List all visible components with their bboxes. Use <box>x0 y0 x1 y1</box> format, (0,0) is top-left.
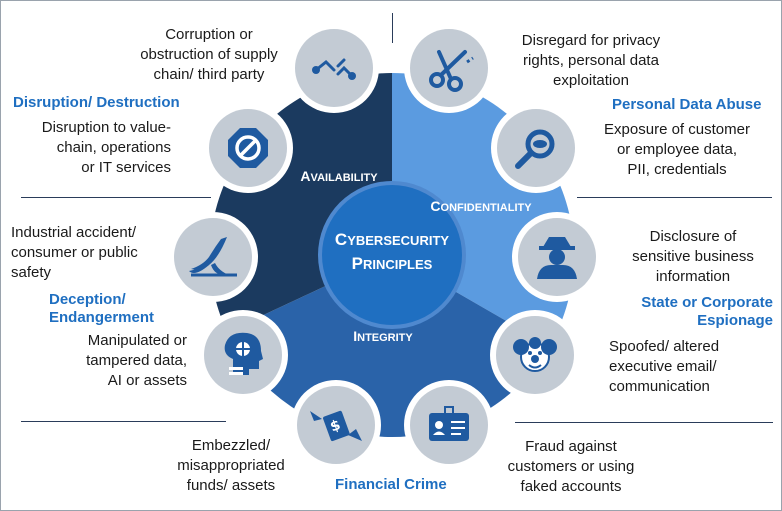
availability-label-initial: A <box>300 168 310 184</box>
stop-sign-icon-badge <box>203 103 293 193</box>
flying-money-icon-badge: $ <box>291 380 381 470</box>
right-upper-divider <box>577 197 772 198</box>
stop-sign-icon <box>228 128 268 168</box>
integrity-label: INTEGRITY <box>353 328 413 344</box>
scissors-icon <box>429 50 474 92</box>
supply-chain-text: Corruption or obstruction of supply chai… <box>140 26 278 83</box>
disclosure-text: Disclosure of sensitive business informa… <box>632 228 754 285</box>
financial-crime-category: Financial Crime <box>335 476 447 493</box>
spoofed-text: Spoofed/ altered executive email/ commun… <box>609 338 720 395</box>
right-lower-divider <box>515 422 773 423</box>
spy-icon <box>537 237 577 279</box>
top-divider <box>392 13 393 43</box>
privacy-text: Disregard for privacy rights, personal d… <box>521 32 661 89</box>
magnifier-icon-badge <box>491 103 581 193</box>
scissors-icon-badge <box>404 23 494 113</box>
robot-head-icon-badge <box>198 310 288 400</box>
left-lower-divider <box>21 421 226 422</box>
spy-icon-badge <box>512 212 602 302</box>
confidentiality-label: CONFIDENTIALITY <box>430 198 532 214</box>
embezzled-text: Embezzled/ misappropriated funds/ assets <box>177 437 285 494</box>
chain-link-icon-badge <box>289 23 379 113</box>
banana-peel-icon <box>189 237 237 277</box>
center-circle <box>322 185 462 325</box>
center-title-line2: PRINCIPLES <box>352 254 433 273</box>
magnifier-icon <box>515 129 555 169</box>
threat-icons: $ <box>168 23 602 470</box>
center-title-line1: CYBERSECURITY <box>335 230 449 249</box>
id-badge-icon <box>429 406 469 441</box>
icon-disc <box>497 109 575 187</box>
disruption-value-text: Disruption to value- chain, operations o… <box>41 119 171 176</box>
clown-icon <box>513 337 557 372</box>
deception-category: Deception/ Endangerment <box>49 291 155 326</box>
personal-data-category: Personal Data Abuse <box>612 96 762 113</box>
availability-label-rest: VAILABILITY <box>311 172 379 184</box>
id-badge-icon-badge <box>404 380 494 470</box>
espionage-category: State or Corporate Espionage <box>641 294 773 329</box>
robot-head-icon <box>224 332 263 375</box>
flying-money-icon: $ <box>310 410 362 442</box>
manipulated-text: Manipulated or tampered data, AI or asse… <box>86 332 187 389</box>
chain-link-icon <box>312 58 356 80</box>
principle-labels: AVAILABILITY CONFIDENTIALITY INTEGRITY C… <box>300 168 532 344</box>
availability-label: AVAILABILITY <box>300 168 378 184</box>
exposure-text: Exposure of customer or employee data, P… <box>604 121 750 178</box>
industrial-text: Industrial accident/ consumer or public … <box>11 224 138 281</box>
center-hub <box>318 181 466 329</box>
banana-peel-icon-badge <box>168 212 258 302</box>
clown-icon-badge <box>490 310 580 400</box>
fraud-text: Fraud against customers or using faked a… <box>507 438 635 495</box>
disruption-category: Disruption/ Destruction <box>13 94 180 111</box>
left-upper-divider <box>21 197 211 198</box>
